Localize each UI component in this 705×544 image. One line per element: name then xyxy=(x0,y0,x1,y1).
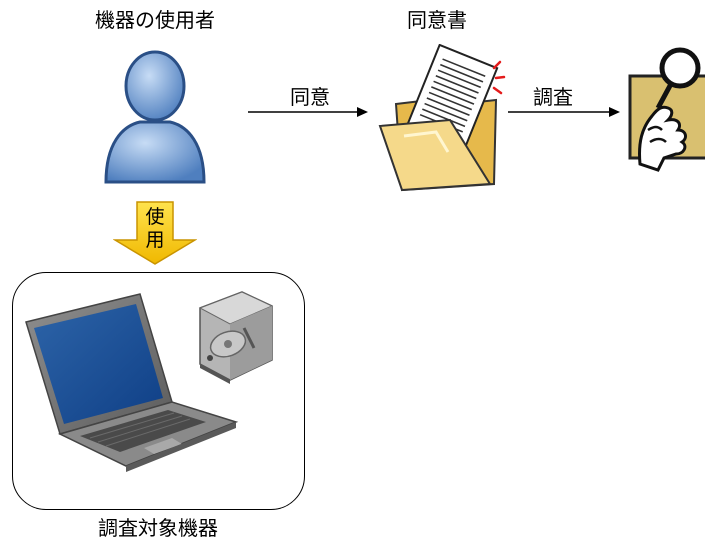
magnifier-hand-icon xyxy=(628,47,705,172)
laptop-icon xyxy=(25,293,239,472)
consent-edge-label: 同意 xyxy=(290,85,330,109)
use-label-char-1: 使 xyxy=(145,206,165,228)
hard-drive-icon xyxy=(198,291,274,384)
use-arrow xyxy=(113,201,197,265)
target-devices-label: 調査対象機器 xyxy=(98,516,218,540)
investigation-arrow xyxy=(508,107,620,117)
person-icon xyxy=(104,50,206,184)
device-user-label: 機器の使用者 xyxy=(95,8,215,32)
consent-arrow xyxy=(248,107,368,117)
investigation-edge-label: 調査 xyxy=(533,85,573,109)
use-label-char-2: 用 xyxy=(145,229,165,251)
document-folder-icon xyxy=(378,44,506,192)
consent-form-label: 同意書 xyxy=(407,8,467,32)
target-devices-box xyxy=(12,272,305,510)
